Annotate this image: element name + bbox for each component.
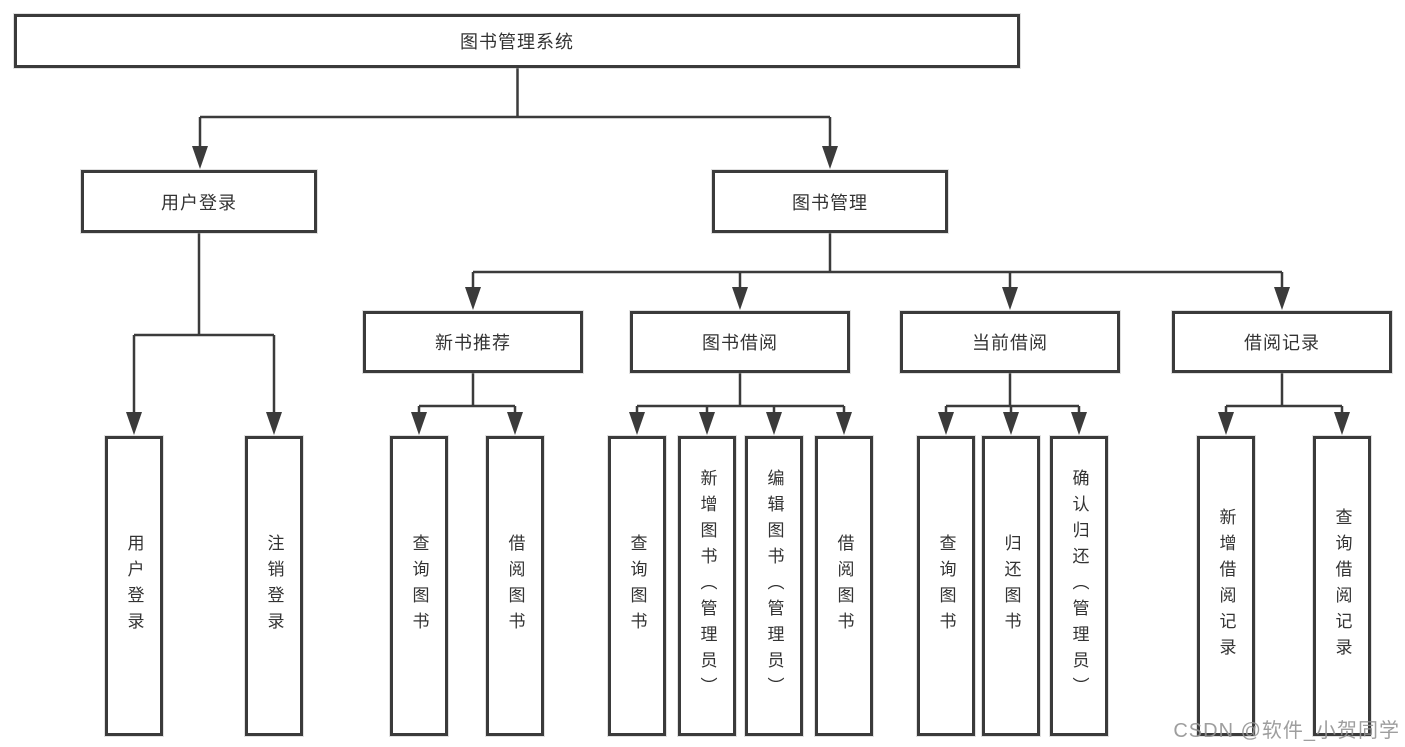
leaf-borrow-books-borrowing: 借阅图书 — [815, 436, 873, 736]
node-current-borrowing: 当前借阅 — [900, 311, 1120, 373]
node-label: 编辑图书（管理员） — [764, 469, 784, 703]
node-book-borrowing: 图书借阅 — [630, 311, 850, 373]
node-label: 查询借阅记录 — [1332, 508, 1352, 664]
node-label: 注销登录 — [264, 534, 284, 638]
node-label: 新增借阅记录 — [1216, 508, 1236, 664]
node-label: 用户登录 — [124, 534, 144, 638]
leaf-logout: 注销登录 — [245, 436, 303, 736]
node-label: 新增图书（管理员） — [697, 469, 717, 703]
node-new-book-recommendation: 新书推荐 — [363, 311, 583, 373]
node-label: 查询图书 — [627, 534, 647, 638]
node-label: 新书推荐 — [435, 333, 511, 353]
leaf-edit-book-admin: 编辑图书（管理员） — [745, 436, 803, 736]
node-label: 借阅记录 — [1244, 333, 1320, 353]
node-label: 查询图书 — [409, 534, 429, 638]
node-label: 图书管理系统 — [460, 32, 574, 52]
leaf-return-book: 归还图书 — [982, 436, 1040, 736]
node-label: 图书管理 — [792, 192, 868, 213]
leaf-query-books-current: 查询图书 — [917, 436, 975, 736]
node-label: 归还图书 — [1001, 534, 1021, 638]
leaf-borrow-books-recommend: 借阅图书 — [486, 436, 544, 736]
node-label: 借阅图书 — [834, 534, 854, 638]
leaf-confirm-return-admin: 确认归还（管理员） — [1050, 436, 1108, 736]
leaf-query-books-recommend: 查询图书 — [390, 436, 448, 736]
leaf-add-borrow-record: 新增借阅记录 — [1197, 436, 1255, 736]
watermark: CSDN @软件_小贺同学 — [1173, 720, 1400, 742]
node-book-management: 图书管理 — [712, 170, 948, 233]
node-label: 当前借阅 — [972, 333, 1048, 353]
leaf-query-borrow-record: 查询借阅记录 — [1313, 436, 1371, 736]
leaf-query-books-borrowing: 查询图书 — [608, 436, 666, 736]
node-label: 用户登录 — [161, 192, 237, 213]
node-book-management-system: 图书管理系统 — [14, 14, 1020, 68]
node-label: 图书借阅 — [702, 333, 778, 353]
leaf-user-login: 用户登录 — [105, 436, 163, 736]
node-label: 确认归还（管理员） — [1069, 469, 1089, 703]
node-user-login: 用户登录 — [81, 170, 317, 233]
node-borrowing-records: 借阅记录 — [1172, 311, 1392, 373]
node-label: 借阅图书 — [505, 534, 525, 638]
arrowheads — [126, 146, 1350, 435]
node-label: 查询图书 — [936, 534, 956, 638]
leaf-add-book-admin: 新增图书（管理员） — [678, 436, 736, 736]
